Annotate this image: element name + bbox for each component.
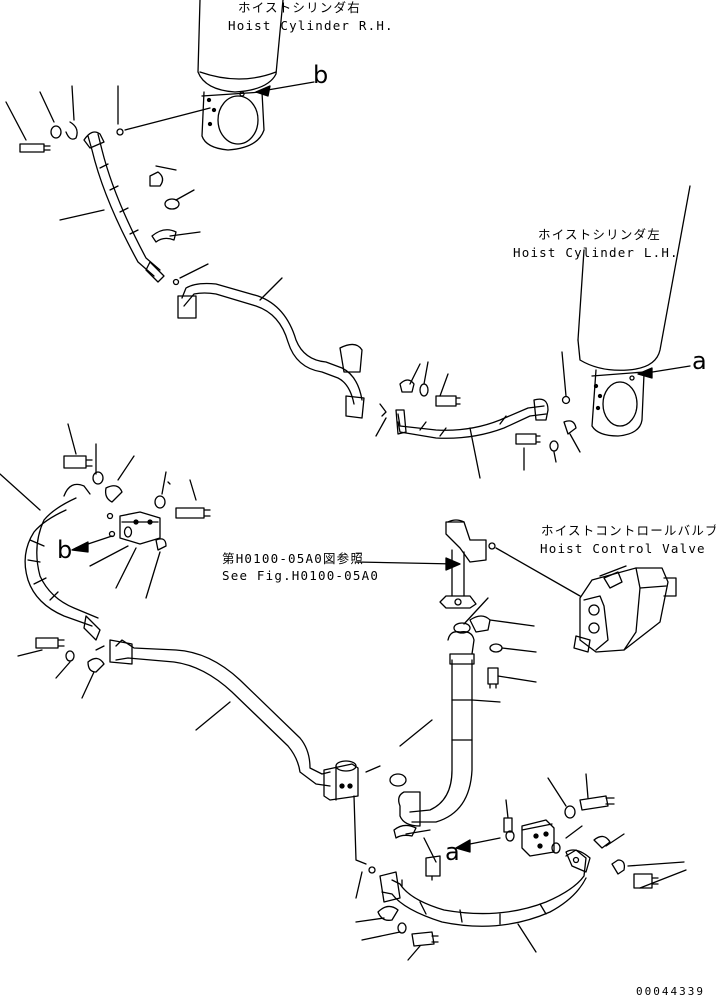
bolt-set-lower-left-2 [17, 637, 105, 699]
o-ring-lh [561, 395, 571, 405]
bolt-set-mid-right [375, 361, 581, 471]
bolt-set-bottom [355, 837, 441, 961]
arrow-see-fig [445, 557, 461, 571]
hoist-cylinder-rh-label-jp: ホイストシリンダ右 [238, 0, 361, 15]
arrow-b-upper [255, 85, 271, 97]
hose-control-valve [393, 615, 537, 839]
see-fig-label-jp: 第H0100-05A0図参照 [222, 551, 365, 566]
ref-mark-a-lower: a [445, 838, 460, 866]
leader-oring-upper [124, 107, 211, 131]
part-number: 00044339 [636, 985, 705, 998]
hoist-cylinder-lh [577, 185, 691, 437]
ref-mark-b-upper: b [313, 61, 329, 89]
hoist-cylinder-rh [197, 0, 284, 151]
tube-lower [109, 639, 407, 874]
bolt-set-upper-left [5, 85, 119, 153]
hoist-control-valve-label-en: Hoist Control Valve [540, 541, 706, 556]
leader-oring-lh [561, 351, 567, 397]
hose-lower-right [379, 849, 687, 953]
hose-cylinder-lh [395, 398, 549, 479]
see-fig-label-en: See Fig.H0100-05A0 [222, 568, 380, 583]
ref-mark-a-upper: a [692, 347, 707, 375]
arrow-a-upper [637, 367, 653, 379]
ref-mark-b-lower: b [57, 536, 73, 564]
o-ring-upper [116, 128, 124, 136]
hose-upper-left [59, 131, 165, 283]
hose-lower-left [0, 473, 167, 641]
tube-upper [177, 277, 365, 419]
hoist-cylinder-lh-label-jp: ホイストシリンダ左 [538, 227, 661, 242]
clamp-set-upper [149, 165, 209, 286]
leader-see-fig [355, 561, 457, 565]
hoist-cylinder-lh-label-en: Hoist Cylinder L.H. [513, 245, 679, 260]
arrow-b-lower [71, 541, 89, 553]
pipe-to-control-valve [439, 519, 581, 634]
hoist-control-valve-label-jp: ホイストコントロールバルブ [541, 523, 716, 538]
hoist-cylinder-rh-label-en: Hoist Cylinder R.H. [228, 18, 394, 33]
block-lower-right [455, 773, 625, 864]
hoist-control-valve [573, 565, 677, 653]
